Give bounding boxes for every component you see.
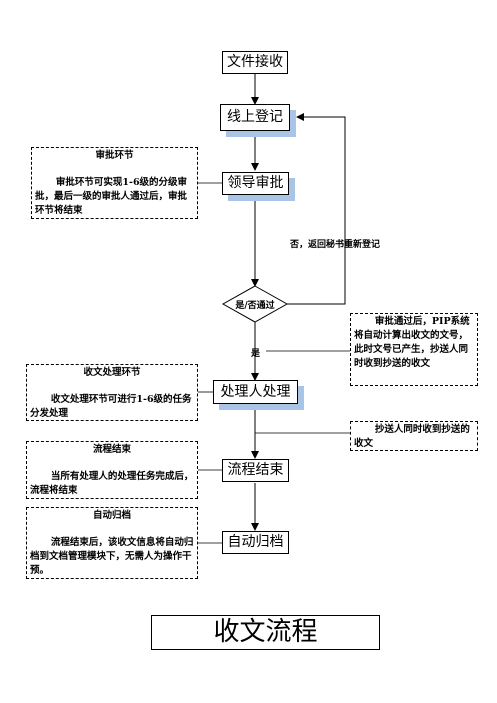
node-file-receive: 文件接收	[222, 51, 288, 74]
decision-label: 是/否通过	[235, 301, 275, 311]
decision-diamond	[221, 285, 289, 323]
note-end-title: 流程结束	[92, 444, 131, 455]
node-process-end: 流程结束	[222, 459, 289, 482]
node-auto-archive: 自动归档	[222, 531, 289, 554]
label-yes: 是	[251, 349, 261, 359]
note-archive-body: 流程结束后，该收文信息将自动归档到文档管理模块下，无需人为操作干预。	[30, 537, 194, 576]
note-approval-body: 审批环节可实现1-6级的分级审批，最后一级的审批人通过后，审批环节将结束	[35, 177, 188, 216]
label-no-return: 否，返回秘书重新登记	[290, 240, 381, 250]
note-cc-body: 抄送人同时收到抄送的收文	[354, 424, 470, 449]
note-handling-title: 收文处理环节	[83, 367, 141, 378]
diagram-title: 收文流程	[151, 615, 380, 650]
note-approval-pass-body: 审批通过后，PIP系统将自动计算出收文的文号，此时文号已产生，抄送人同时收到抄送…	[354, 316, 470, 369]
arrow-decision-no-loop	[287, 113, 346, 305]
node-handler-process: 处理人处理	[213, 380, 298, 404]
note-archive-title: 自动归档	[92, 510, 131, 521]
note-end-body: 当所有处理人的处理任务完成后，流程将结束	[30, 471, 194, 496]
note-handling-body: 收文处理环节可进行1-6级的任务分发处理	[30, 394, 192, 419]
node-leader-approval: 领导审批	[222, 172, 289, 195]
note-approval-title: 审批环节	[95, 150, 134, 161]
note-approval: 审批环节 审批环节可实现1-6级的分级审批，最后一级的审批人通过后，审批环节将结…	[31, 147, 198, 219]
note-archive: 自动归档 流程结束后，该收文信息将自动归档到文档管理模块下，无需人为操作干预。	[26, 507, 198, 579]
node-online-register: 线上登记	[220, 104, 290, 131]
note-end: 流程结束 当所有处理人的处理任务完成后，流程将结束	[26, 441, 198, 499]
note-cc: 抄送人同时收到抄送的收文	[350, 421, 478, 451]
note-handling: 收文处理环节 收文处理环节可进行1-6级的任务分发处理	[26, 364, 198, 421]
note-approval-pass: 审批通过后，PIP系统将自动计算出收文的文号，此时文号已产生，抄送人同时收到抄送…	[350, 313, 478, 386]
